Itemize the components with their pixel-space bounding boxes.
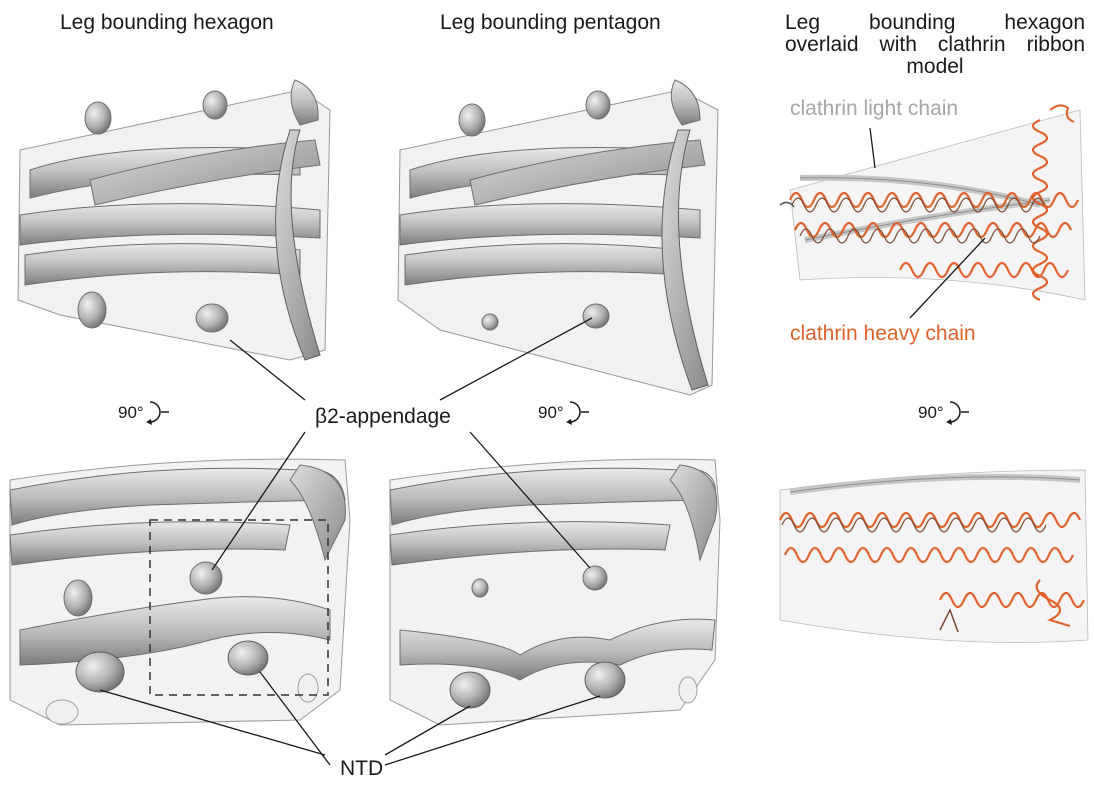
ribbon-overlay-side [780, 105, 1085, 300]
ntd-label: NTD [340, 757, 383, 781]
rotation-label: 90° [918, 403, 944, 423]
rotate-90-arrow-icon [564, 398, 590, 428]
rotation-label: 90° [538, 403, 564, 423]
beta2-appendage-label: β2-appendage [315, 405, 451, 429]
panel-title-pentagon: Leg bounding pentagon [440, 12, 661, 34]
panel-title-overlay: Leg bounding hexagon overlaid with clath… [785, 12, 1085, 78]
pentagon-side-density-map [398, 80, 718, 395]
rotation-label: 90° [118, 403, 144, 423]
panel-title-hexagon: Leg bounding hexagon [60, 12, 274, 34]
rotate-90-arrow-icon [944, 398, 970, 428]
heavy-chain-label: clathrin heavy chain [790, 322, 976, 346]
pentagon-top-density-map [390, 459, 720, 725]
rotation-indicator-2: 90° [538, 398, 590, 428]
panel-title-overlay-line1: Leg bounding hexagon [785, 12, 1085, 34]
panel-title-overlay-line2: overlaid with clathrin ribbon [785, 34, 1085, 56]
light-chain-label: clathrin light chain [790, 97, 958, 121]
hexagon-top-density-map [10, 459, 350, 725]
panel-title-overlay-line3: model [785, 56, 1085, 78]
ribbon-overlay-top [780, 470, 1088, 643]
rotation-indicator-1: 90° [118, 398, 170, 428]
rotate-90-arrow-icon [144, 398, 170, 428]
rotation-indicator-3: 90° [918, 398, 970, 428]
hexagon-side-density-map [18, 80, 330, 360]
